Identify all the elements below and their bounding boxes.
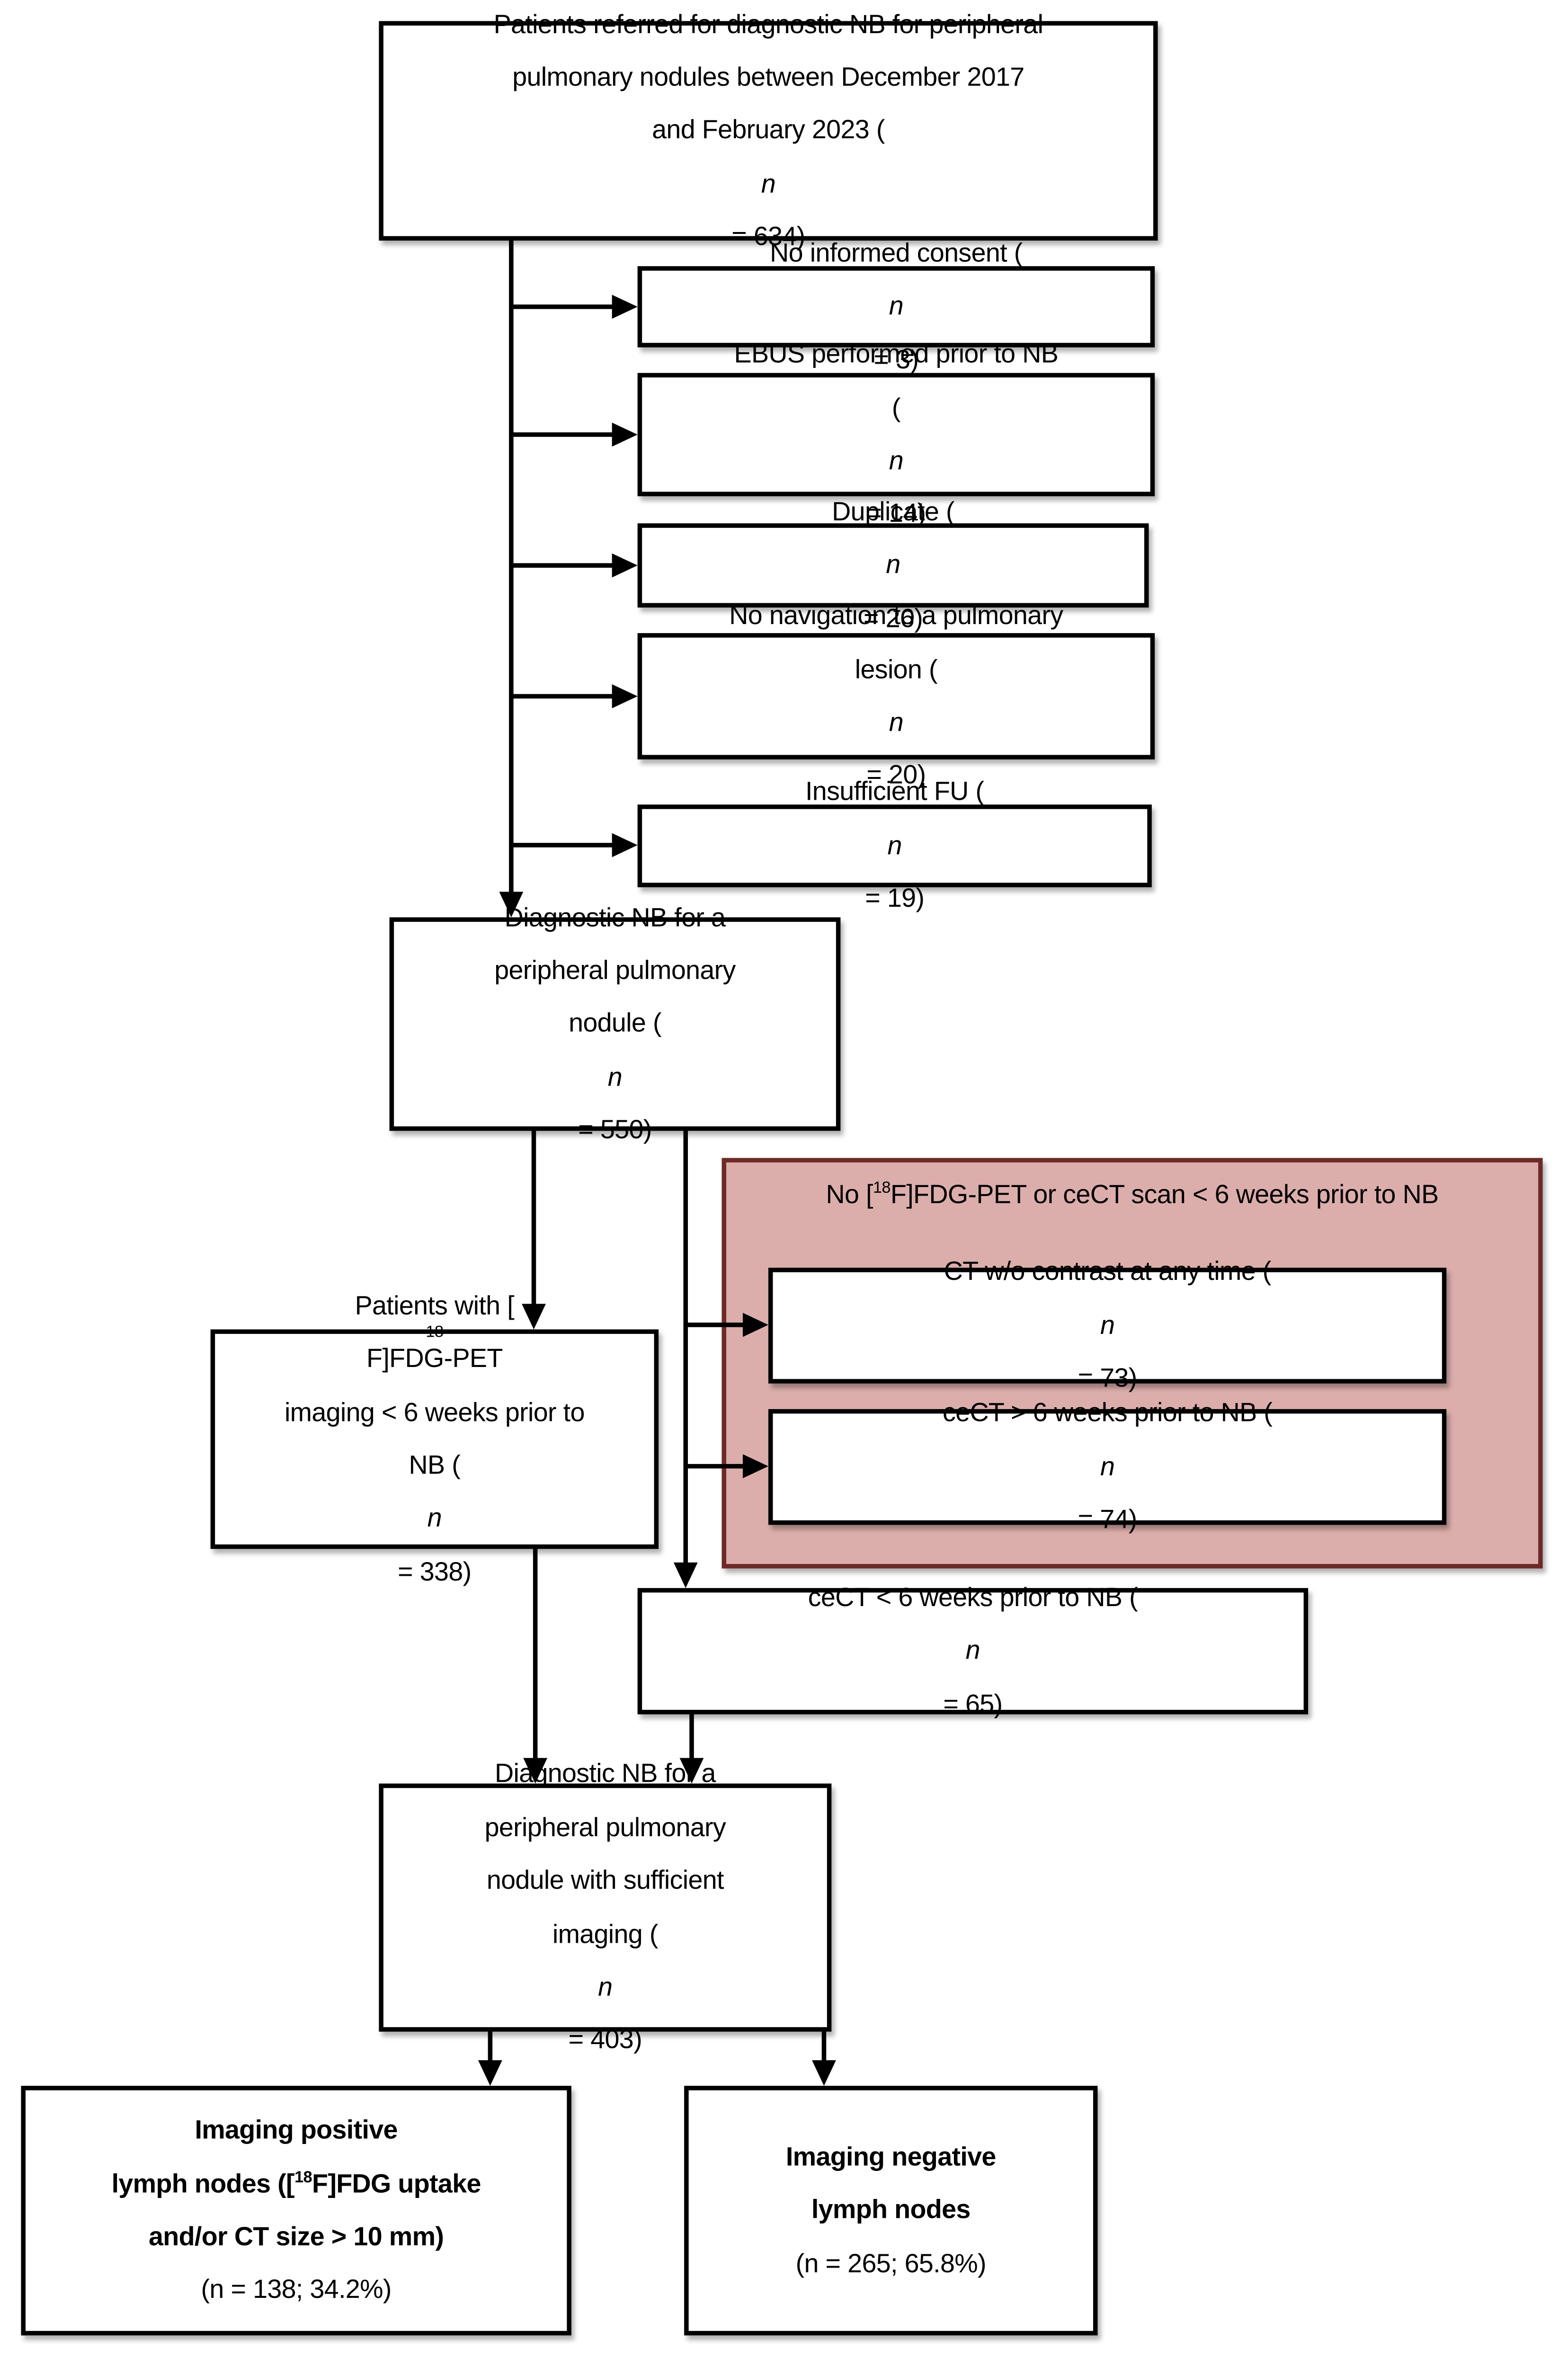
- arrow-403-to-negative: [812, 2028, 836, 2086]
- imaging-negative-count: (n = 265; 65.8%): [795, 2248, 987, 2278]
- box-patients-referred: Patients referred for diagnostic NB for …: [379, 9, 1158, 251]
- arrow-to-insufficient-fu: [511, 833, 638, 857]
- arrow-to-no-navigation: [511, 684, 638, 708]
- arrow-to-ebus: [511, 422, 638, 447]
- box-insufficient-fu: Insufficient FU (n = 19): [637, 777, 1152, 913]
- arrow-403-to-positive: [478, 2028, 502, 2086]
- arrow-550-to-cect65: [673, 1128, 698, 1588]
- arrow-550-to-pet: [522, 1128, 546, 1330]
- box-cect-gt-6-weeks: ceCT > 6 weeks prior to NB (n = 74): [768, 1398, 1447, 1534]
- imaging-positive-count: (n = 138; 34.2%): [201, 2274, 392, 2304]
- group-no-sufficient-imaging-title: No [18F]FDG-PET or ceCT scan < 6 weeks p…: [826, 1179, 1439, 1209]
- arrow-to-no-consent: [511, 295, 638, 319]
- box-cect-lt-6-weeks: ceCT < 6 weeks prior to NB (n = 65): [637, 1582, 1309, 1718]
- box-ct-wo-contrast: CT w/o contrast at any time (n = 73): [768, 1256, 1447, 1393]
- arrow-main-trunk: [499, 237, 524, 918]
- box-ebus-prior: EBUS performed prior to NB(n = 14): [637, 339, 1155, 528]
- arrow-to-duplicate: [511, 553, 638, 578]
